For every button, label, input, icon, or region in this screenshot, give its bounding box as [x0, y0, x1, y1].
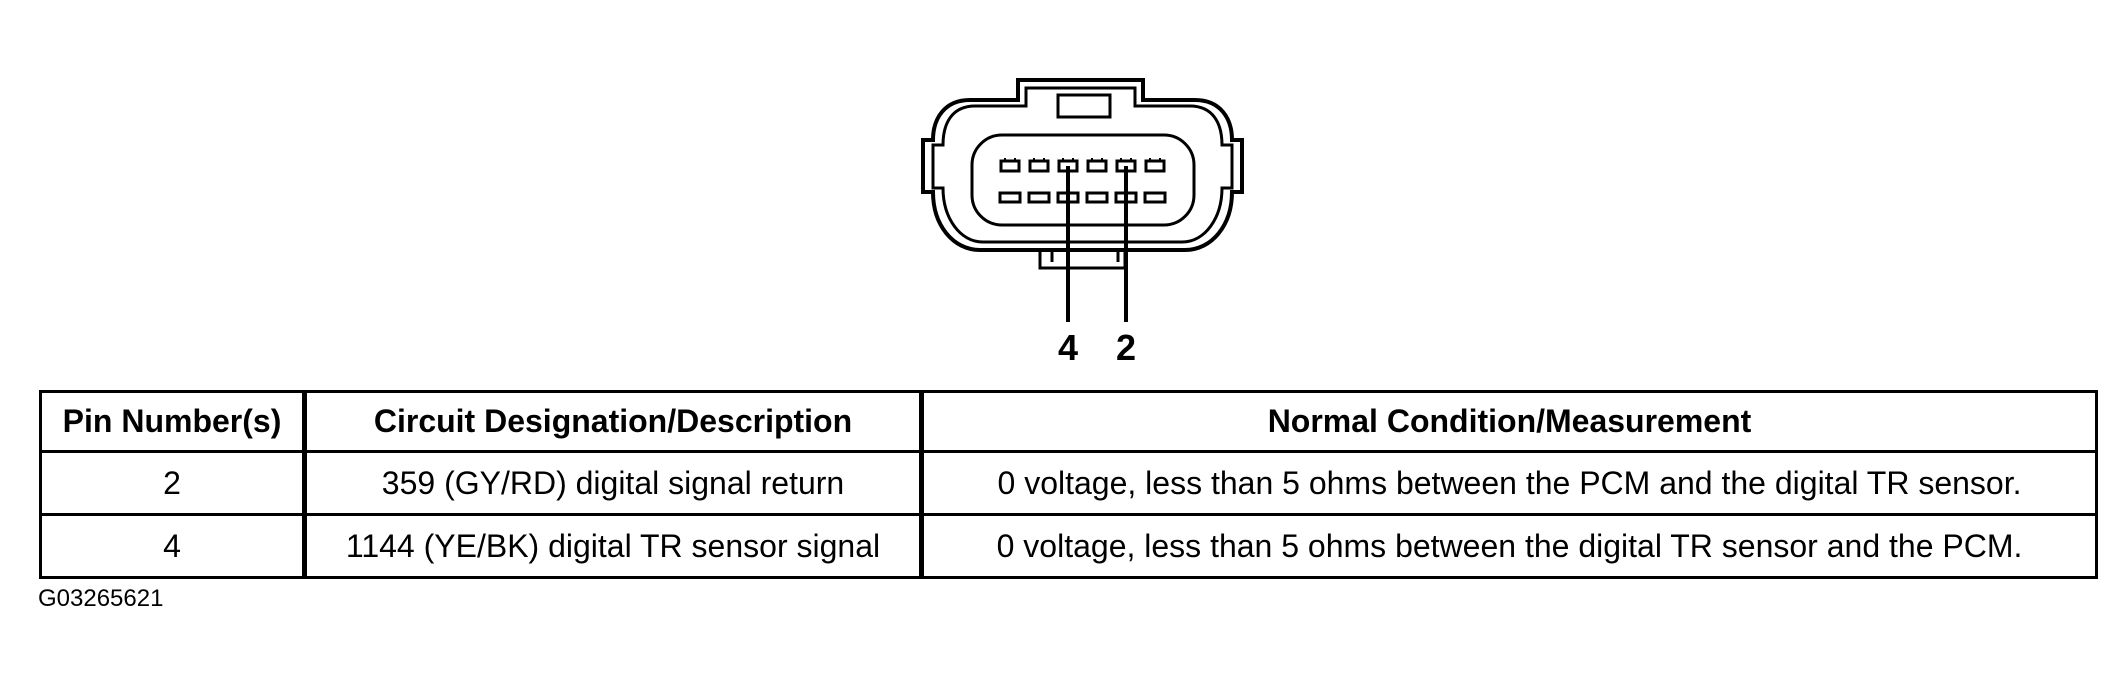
terminal-cavity: [1027, 191, 1051, 204]
terminal-cavity: [1085, 191, 1109, 204]
measurement-cell: 0 voltage, less than 5 ohms between the …: [920, 450, 2098, 516]
terminal-cavity: [999, 159, 1021, 173]
terminal-ticks-top: [1004, 158, 1161, 162]
terminal-row-bottom: [998, 191, 1167, 204]
measurement-cell: 0 voltage, less than 5 ohms between the …: [920, 513, 2098, 579]
pin-table: Pin Number(s) Circuit Designation/Descri…: [39, 390, 2098, 579]
connector-outer-housing: [921, 78, 1244, 252]
pin-number-cell: 2: [39, 450, 307, 516]
terminal-cavity: [1144, 159, 1166, 173]
connector-diagram: 4 2: [921, 78, 1244, 368]
terminal-cavity: [1028, 159, 1050, 173]
table-row: 2 359 (GY/RD) digital signal return 0 vo…: [39, 450, 2098, 516]
pin-4-callout: 4: [1058, 327, 1078, 368]
table-row: 4 1144 (YE/BK) digital TR sensor signal …: [39, 513, 2098, 579]
terminal-cavity: [1143, 191, 1167, 204]
latch-window: [1056, 93, 1112, 119]
terminal-cavity-face: [970, 133, 1196, 227]
circuit-description-cell: 1144 (YE/BK) digital TR sensor signal: [303, 513, 924, 579]
pin-2-callout: 2: [1116, 327, 1136, 368]
terminal-cavity: [998, 191, 1022, 204]
table-header-row: Pin Number(s) Circuit Designation/Descri…: [39, 390, 2098, 453]
circuit-description-cell: 359 (GY/RD) digital signal return: [303, 450, 924, 516]
bottom-key-stub: [1050, 252, 1120, 262]
figure-id: G03265621: [38, 585, 164, 612]
header-normal-condition: Normal Condition/Measurement: [920, 390, 2098, 453]
terminal-row-top: [999, 159, 1166, 173]
header-pin-numbers: Pin Number(s): [39, 390, 307, 453]
terminal-cavity: [1086, 159, 1108, 173]
connector-housing-inner-outline: [931, 86, 1234, 244]
pin-number-cell: 4: [39, 513, 307, 579]
header-circuit-designation: Circuit Designation/Description: [303, 390, 924, 453]
